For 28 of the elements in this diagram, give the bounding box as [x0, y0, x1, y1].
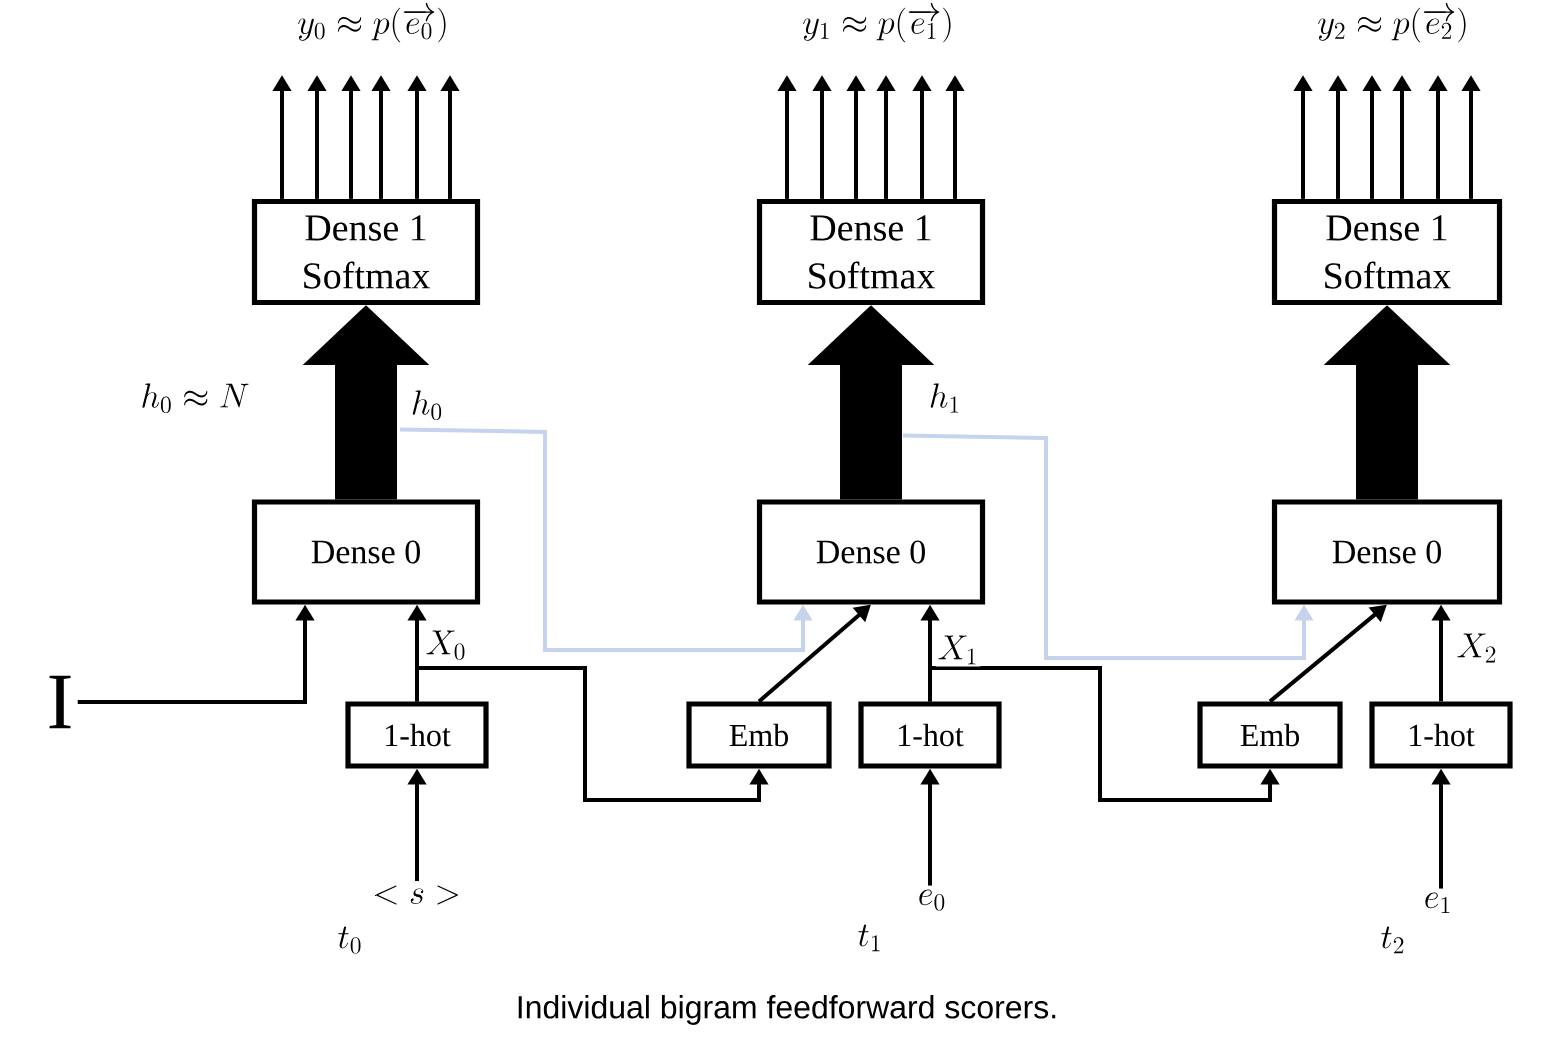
step-label: $t_2$: [1381, 926, 1404, 954]
encoder-box: 1-hot: [1369, 701, 1513, 769]
step-label: $t_0$: [338, 926, 361, 954]
math-label: $y_1 \approx p(\overrightarrow{e_1})$: [803, 3, 951, 43]
layer-box: Dense 1 Softmax: [1271, 198, 1503, 306]
encoder-box: Emb: [1197, 701, 1343, 769]
step-label: $t_1$: [858, 924, 880, 952]
layer-box: Dense 1 Softmax: [756, 198, 986, 306]
math-label: $y_0 \approx p(\overrightarrow{e_0})$: [298, 3, 446, 43]
edge-label: $X_1$: [935, 633, 981, 667]
layer-box: Dense 0: [1271, 499, 1503, 605]
input-label: $<s>$: [375, 885, 458, 905]
layer-box: Dense 0: [251, 499, 481, 605]
layer-box: Dense 1 Softmax: [251, 198, 481, 306]
encoder-box: 1-hot: [858, 701, 1002, 769]
input-label: $e_0$: [919, 889, 945, 911]
input-label: $e_1$: [1425, 892, 1450, 914]
edge-label: $h_0$: [408, 388, 446, 422]
edge-label: $X_0$: [423, 628, 469, 662]
layer-box: Dense 0: [756, 499, 986, 605]
edge-label: $X_2$: [1454, 631, 1500, 665]
encoder-box: 1-hot: [345, 701, 489, 769]
edge-label: $h_1$: [926, 381, 964, 415]
input-symbol: I: [49, 675, 71, 729]
encoder-box: Emb: [686, 701, 832, 769]
caption: Individual bigram feedforward scorers.: [518, 995, 1056, 1025]
math-label: $h_0 \approx N$: [142, 383, 249, 414]
math-label: $y_2 \approx p(\overrightarrow{e_2})$: [1318, 3, 1466, 43]
